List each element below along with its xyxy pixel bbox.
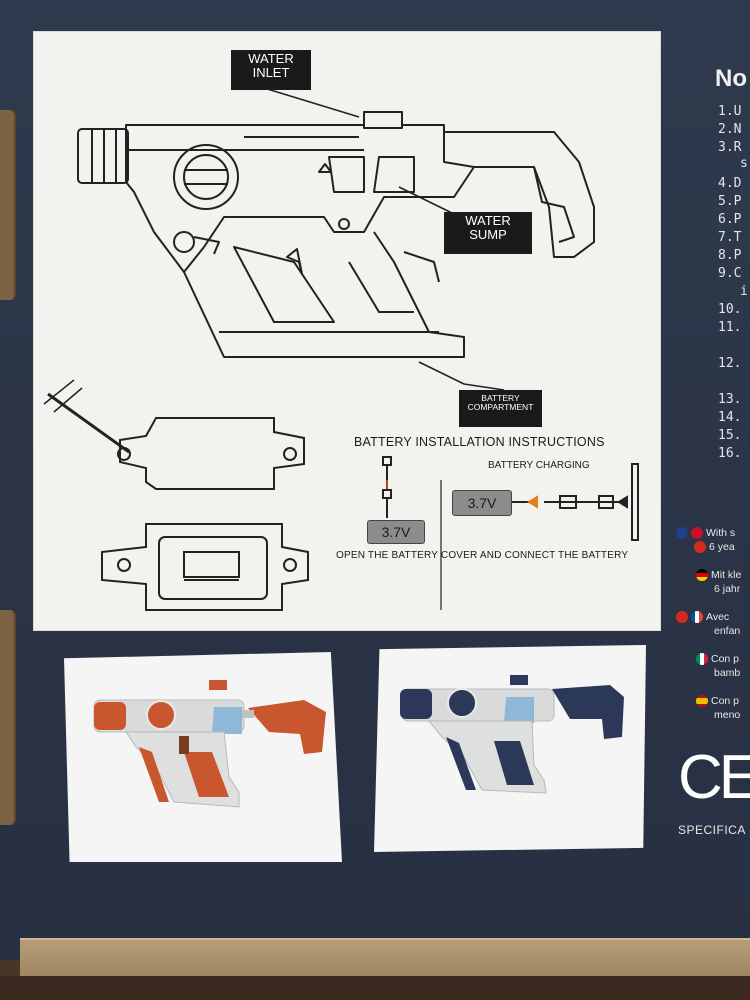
list-item: 15. [718,428,742,443]
battery-installation-heading: BATTERY INSTALLATION INSTRUCTIONS [354,435,605,449]
list-item: ir [740,284,750,299]
warning-it: Con p bamb [676,652,740,680]
list-item: 14. [718,410,742,425]
navy-blaster-image [400,675,624,794]
navy-blaster-photo [374,645,646,852]
list-item: 5.P [718,194,742,209]
cardboard-bottom-edge [20,938,750,980]
warning-es: Con p meno [676,694,740,722]
list-item: 1.U [718,104,742,119]
france-flag-icon [691,611,703,624]
list-item: 9.C [718,266,742,281]
cardboard-edge-upper [0,110,16,300]
floor [0,976,750,1000]
list-item: 7.T [718,230,742,245]
spain-flag-icon [696,695,708,708]
open-cover-instruction: OPEN THE BATTERY COVER AND CONNECT THE B… [336,550,629,561]
battery-charging-heading: BATTERY CHARGING [488,460,590,471]
specification-label: SPECIFICA [678,823,746,837]
cardboard-edge-lower [0,610,16,825]
list-item: 6.P [718,212,742,227]
warning-de: Mit kle 6 jahr [676,568,741,596]
germany-flag-icon [696,569,708,582]
list-item: 2.N [718,122,742,137]
warning-fr: Avec enfan [676,610,740,638]
list-item: 11. [718,320,742,335]
orange-blaster-image [93,680,326,808]
list-item: 12. [718,356,742,371]
italy-flag-icon [696,653,708,666]
battery-cell-charging: 3.7V [452,490,512,516]
notes-title: No [715,65,747,92]
canada-flag-icon [676,611,688,624]
list-item: s [740,156,748,171]
canada-flag-icon [694,541,706,554]
list-item: 3.R [718,140,742,155]
list-item: 10. [718,302,742,317]
blaster-line-drawing [43,87,639,611]
list-item: 8.P [718,248,742,263]
us-flag-icon [691,527,703,540]
ce-mark: CE [678,743,750,812]
battery-cell-install: 3.7V [367,520,425,544]
list-item: 4.D [718,176,742,191]
uk-flag-icon [676,527,688,540]
orange-blaster-photo [64,652,342,862]
list-item: 13. [718,392,742,407]
list-item: 16. [718,446,742,461]
warning-en: With s 6 yea [676,526,735,554]
